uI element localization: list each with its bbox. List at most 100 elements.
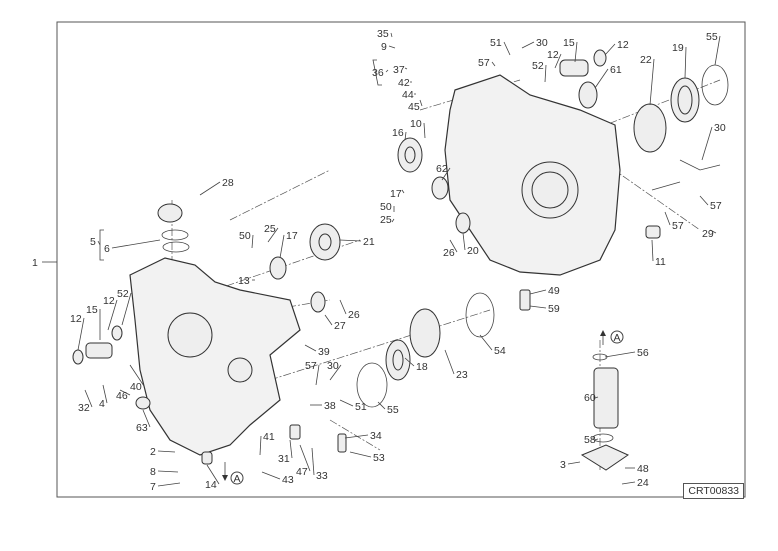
callout-leader xyxy=(329,364,342,381)
callout-leader xyxy=(129,364,145,387)
part-callout-label: 26 xyxy=(443,247,455,259)
part-callout-label: 36 xyxy=(372,67,384,79)
part-callout-label: 57 xyxy=(710,200,722,212)
callout-leader xyxy=(267,227,279,243)
part-callout-label: 63 xyxy=(136,422,148,434)
part-callout-label: 57 xyxy=(305,360,317,372)
callout-leader xyxy=(157,470,179,473)
callout-leader xyxy=(344,434,369,439)
part-callout-label: 7 xyxy=(150,481,156,493)
part-callout-label: 51 xyxy=(355,401,367,413)
callout-leader xyxy=(385,69,389,73)
callout-leader xyxy=(594,396,599,399)
group-bracket xyxy=(372,59,382,86)
part-callout-label: 12 xyxy=(103,295,115,307)
diagram-frame xyxy=(56,21,746,498)
view-marker-a-lower: A xyxy=(222,462,244,485)
callout-leader xyxy=(299,444,311,472)
callout-leader xyxy=(279,234,285,259)
part-callout-label: 55 xyxy=(387,404,399,416)
part-callout-label: 29 xyxy=(702,228,714,240)
callout-leader xyxy=(701,126,713,161)
callout-leader xyxy=(119,389,131,396)
callout-leader xyxy=(699,195,709,206)
part-callout-label: 50 xyxy=(380,201,392,213)
callout-leader xyxy=(521,41,535,49)
callout-leader xyxy=(404,131,407,141)
callout-leader xyxy=(593,438,599,441)
callout-leader xyxy=(544,64,547,83)
part-callout-label: 20 xyxy=(467,245,479,257)
part-callout-label: 32 xyxy=(78,402,90,414)
callout-leader xyxy=(388,45,396,49)
part-callout-label: 39 xyxy=(318,346,330,358)
part-callout-label: 54 xyxy=(494,345,506,357)
part-callout-label: 10 xyxy=(410,118,422,130)
callout-leader xyxy=(102,384,108,404)
callout-leader xyxy=(419,99,423,107)
part-callout-label: 48 xyxy=(637,463,649,475)
part-callout-label: 30 xyxy=(327,360,339,372)
part-callout-label: 4 xyxy=(99,398,105,410)
part-callout-label: 14 xyxy=(205,479,217,491)
part-callout-label: 16 xyxy=(392,127,404,139)
callout-leader xyxy=(621,481,636,485)
left-case-boss xyxy=(227,357,253,383)
part-callout-label: 6 xyxy=(104,243,110,255)
part-callout-label: 8 xyxy=(150,466,156,478)
part-callout-label: 57 xyxy=(478,57,490,69)
part-callout-label: 33 xyxy=(316,470,328,482)
part-callout-label: 40 xyxy=(130,381,142,393)
callout-leader xyxy=(709,229,717,234)
callout-leader xyxy=(315,364,320,386)
callout-leader xyxy=(142,409,151,428)
callout-leader xyxy=(651,239,654,262)
callout-leader xyxy=(574,41,578,63)
callout-leader xyxy=(199,181,221,196)
part-callout-label: 23 xyxy=(456,369,468,381)
part-callout-label: 45 xyxy=(408,101,420,113)
part-callout-label: 3 xyxy=(560,459,566,471)
part-callout-label: 42 xyxy=(398,77,410,89)
parts xyxy=(72,49,729,471)
svg-text:A: A xyxy=(614,332,621,344)
part-callout-label: 49 xyxy=(548,285,560,297)
part-callout-label: 53 xyxy=(373,452,385,464)
part-callout-label: 37 xyxy=(393,64,405,76)
callout-leader xyxy=(684,46,687,79)
part-callout-label: 31 xyxy=(278,453,290,465)
part-callout-label: 58 xyxy=(584,434,596,446)
part-callout-label: 44 xyxy=(402,89,414,101)
part-callout-label: 60 xyxy=(584,392,596,404)
part-callout-label: 41 xyxy=(263,431,275,443)
part-callout-label: 12 xyxy=(70,313,82,325)
part-callout-label: 25 xyxy=(264,223,276,235)
callout-leader xyxy=(404,67,408,70)
part-callout-label: 13 xyxy=(238,275,250,287)
callout-leader xyxy=(714,35,721,66)
callout-leader xyxy=(339,299,347,315)
callout-leader xyxy=(261,471,281,480)
part-callout-label: 30 xyxy=(714,122,726,134)
callout-leader xyxy=(157,482,181,487)
part-callout-label: 46 xyxy=(116,390,128,402)
callout-leader xyxy=(311,447,315,476)
callout-leader xyxy=(491,61,496,67)
callout-leader xyxy=(339,239,362,242)
callout-leader xyxy=(206,464,220,485)
part-callout-label: 18 xyxy=(416,361,428,373)
part-callout-label: 15 xyxy=(86,304,98,316)
callout-leader xyxy=(462,232,466,251)
callout-leader xyxy=(157,450,176,453)
left-case-bore xyxy=(167,312,213,358)
part-callout-label: 56 xyxy=(637,347,649,359)
part-callout-label: 51 xyxy=(490,37,502,49)
callout-leader xyxy=(339,399,354,407)
callout-leader xyxy=(121,292,132,326)
callout-leader xyxy=(259,435,262,456)
drawing-code: CRT00833 xyxy=(683,483,744,499)
left-crankcase-half xyxy=(129,257,301,456)
callout-leader xyxy=(479,334,493,351)
